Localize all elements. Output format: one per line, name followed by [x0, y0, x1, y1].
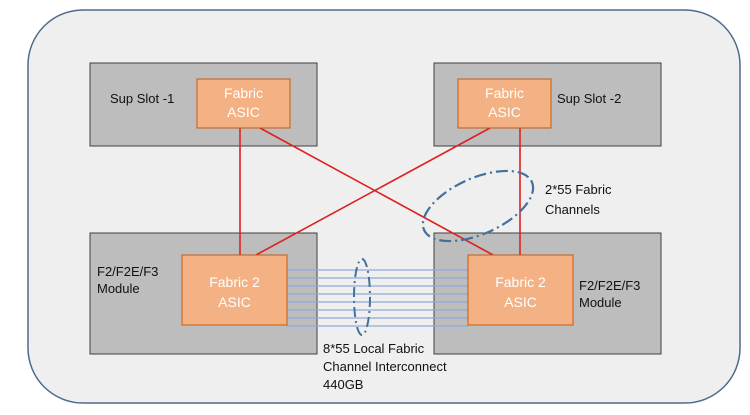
local-interconnect-lines [287, 269, 468, 327]
sup-slot-2-label: Sup Slot -2 [557, 91, 621, 106]
mod2-asic [467, 254, 574, 326]
sup2-asic-label-line1: Fabric [485, 85, 524, 101]
sup1-asic-label-line2: ASIC [227, 104, 260, 120]
mod1-asic-label-line2: ASIC [218, 294, 251, 310]
local-interconnect-ellipse [353, 258, 371, 336]
local-interconnect-label-line2: Channel Interconnect [323, 359, 447, 374]
fabric-channels-label-line1: 2*55 Fabric [545, 182, 612, 197]
sup-slot-1-label: Sup Slot -1 [110, 91, 174, 106]
sup2-asic-label-line2: ASIC [488, 104, 521, 120]
sup1-asic [196, 78, 291, 129]
fabric-channels-label-line2: Channels [545, 202, 600, 217]
mod1-asic-label-line1: Fabric 2 [209, 274, 260, 290]
module-2-label-line1: F2/F2E/F3 [579, 278, 640, 293]
module-1-label-line1: F2/F2E/F3 [97, 264, 158, 279]
sup2-asic [457, 78, 552, 129]
fabric-channel-links [239, 127, 521, 256]
mod2-asic-label-line2: ASIC [504, 294, 537, 310]
module-1-label-line2: Module [97, 281, 140, 296]
local-interconnect-label-line1: 8*55 Local Fabric [323, 341, 425, 356]
local-interconnect-label-line3: 440GB [323, 377, 363, 392]
mod2-asic-label-line1: Fabric 2 [495, 274, 546, 290]
module-2-label-line2: Module [579, 295, 622, 310]
sup1-asic-label-line1: Fabric [224, 85, 263, 101]
mod1-asic [181, 254, 288, 326]
fabric-channels-ellipse [421, 169, 535, 243]
